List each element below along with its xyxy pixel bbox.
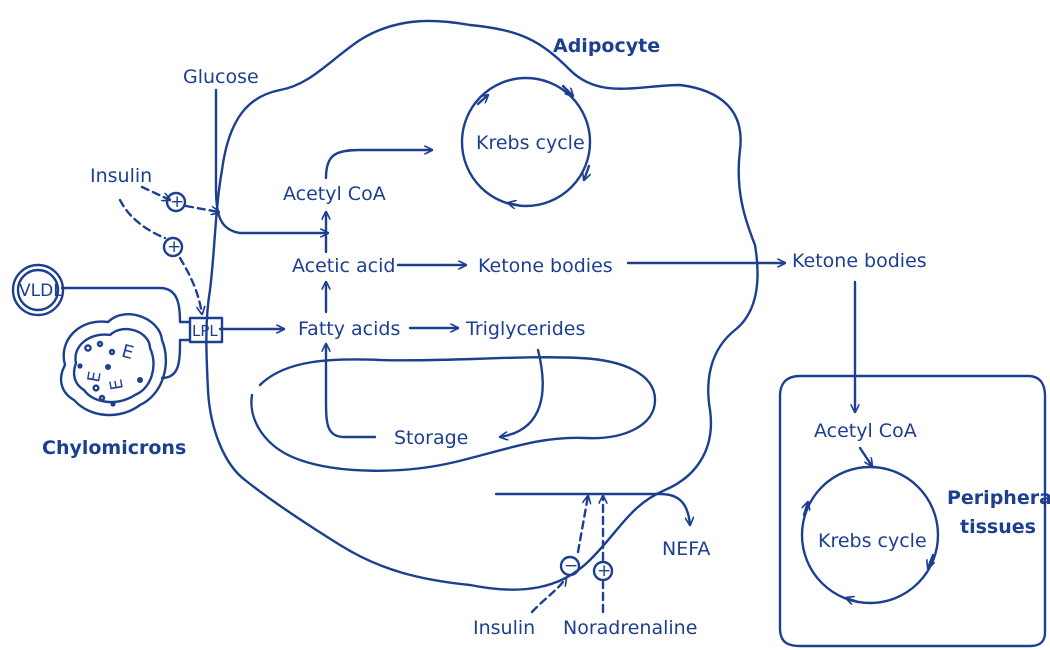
- noradrenaline-label: Noradrenaline: [563, 617, 697, 639]
- minus-sign: −: [564, 555, 578, 577]
- nefa-label: NEFA: [662, 538, 710, 560]
- storage-label: Storage: [394, 427, 468, 449]
- insulin-bottom-label: Insulin: [473, 617, 535, 639]
- triglycerides-to-storage-arrow: [500, 350, 543, 437]
- vldl-to-lpl-line: [62, 288, 190, 322]
- fatty-acids-label: Fatty acids: [298, 318, 400, 340]
- insulin-inhibition-dashed-arrow: [578, 496, 588, 552]
- chylomicron-dot: [98, 342, 102, 346]
- glucose-inflow-arrow: [216, 90, 328, 233]
- chylomicron-outer-outline: [61, 314, 166, 415]
- chylomicron-dot: [137, 377, 143, 383]
- peripheral-krebs-cycle-label: Krebs cycle: [818, 530, 927, 552]
- ketone-bodies-outer-label: Ketone bodies: [792, 250, 927, 272]
- chylomicrons-label: Chylomicrons: [42, 437, 186, 459]
- glucose-label: Glucose: [183, 66, 259, 88]
- adipocyte-label: Adipocyte: [553, 35, 660, 57]
- acetyl-coa-label: Acetyl CoA: [283, 183, 386, 205]
- lpl-label: LPL: [192, 320, 218, 342]
- chylomicron-letter-e: E: [106, 377, 128, 391]
- insulin-top-label: Insulin: [90, 165, 152, 187]
- plus-sign: +: [167, 236, 181, 258]
- insulin-to-glucose-dashed-arrow: [186, 206, 219, 212]
- chylomicron-letter-e: E: [119, 341, 135, 364]
- peripheral-tissues-label-line1: Peripheral: [947, 487, 1050, 509]
- chylomicron-dot: [105, 364, 111, 370]
- peripheral-tissues-label-line2: tissues: [960, 516, 1036, 538]
- storage-droplet-outline: [251, 357, 655, 471]
- plus-sign: +: [597, 560, 611, 582]
- krebs-cycle-label: Krebs cycle: [476, 132, 585, 154]
- ketone-bodies-inner-label: Ketone bodies: [478, 255, 613, 277]
- chylomicron-dot: [94, 386, 99, 391]
- krebs-cycle-arrow: [508, 203, 522, 206]
- insulin-to-lpl-dashed-arrow: [180, 258, 202, 314]
- acetic-acid-label: Acetic acid: [292, 255, 395, 277]
- insulin-to-lpl-dashed-arrow: [120, 200, 165, 238]
- peripheral-acetylcoa-to-krebs-arrow: [860, 448, 872, 466]
- chylomicron-dot: [110, 401, 115, 406]
- vldl-label: VLDL: [19, 280, 63, 302]
- chylomicron-dot: [85, 345, 90, 350]
- nefa-release-arrow: [496, 494, 690, 525]
- plus-sign: +: [170, 191, 184, 213]
- storage-to-fatty-arrow: [326, 344, 375, 437]
- insulin-inhibition-dashed-arrow: [532, 578, 566, 612]
- triglycerides-label: Triglycerides: [466, 318, 585, 340]
- peripheral-acetyl-coa-label: Acetyl CoA: [814, 420, 917, 442]
- acetylcoa-to-krebs-arrow: [326, 150, 432, 178]
- chylomicron-dot: [110, 350, 114, 354]
- chylomicron-letter-e: E: [84, 370, 106, 384]
- peripheral-tissues-box: [780, 376, 1045, 646]
- chylomicron-dot: [77, 363, 82, 368]
- insulin-to-glucose-dashed-arrow: [142, 187, 170, 200]
- adipocyte-cell-outline: [206, 21, 757, 590]
- chylomicron-dot: [100, 396, 104, 400]
